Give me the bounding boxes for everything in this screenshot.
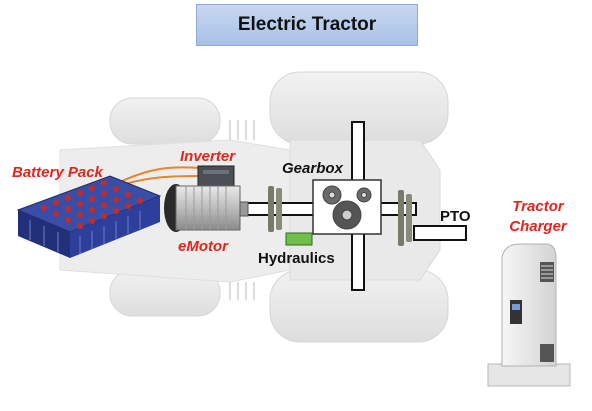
emotor-body bbox=[164, 184, 249, 232]
pto-shaft bbox=[413, 225, 467, 241]
gearbox-gears bbox=[322, 185, 372, 230]
tractor-charger-label-line1: Tractor bbox=[512, 198, 564, 215]
gearbox-label: Gearbox bbox=[282, 160, 343, 177]
inverter-label: Inverter bbox=[180, 148, 236, 165]
pto-label: PTO bbox=[440, 208, 471, 225]
emotor-label: eMotor bbox=[178, 238, 228, 255]
hydraulics-block bbox=[285, 232, 313, 246]
battery-pack-label: Battery Pack bbox=[12, 164, 103, 181]
front-left-tire bbox=[109, 97, 221, 145]
page-title: Electric Tractor bbox=[196, 4, 418, 46]
rear-clutch-disks bbox=[398, 190, 412, 246]
tractor-charger-graphic bbox=[487, 243, 571, 387]
front-clutch-disks bbox=[268, 186, 282, 232]
battery-cable-1 bbox=[119, 166, 201, 183]
battery-pack-graphic bbox=[16, 175, 162, 258]
hydraulics-label: Hydraulics bbox=[258, 250, 335, 267]
tractor-charger-label-line2: Charger bbox=[509, 218, 567, 235]
